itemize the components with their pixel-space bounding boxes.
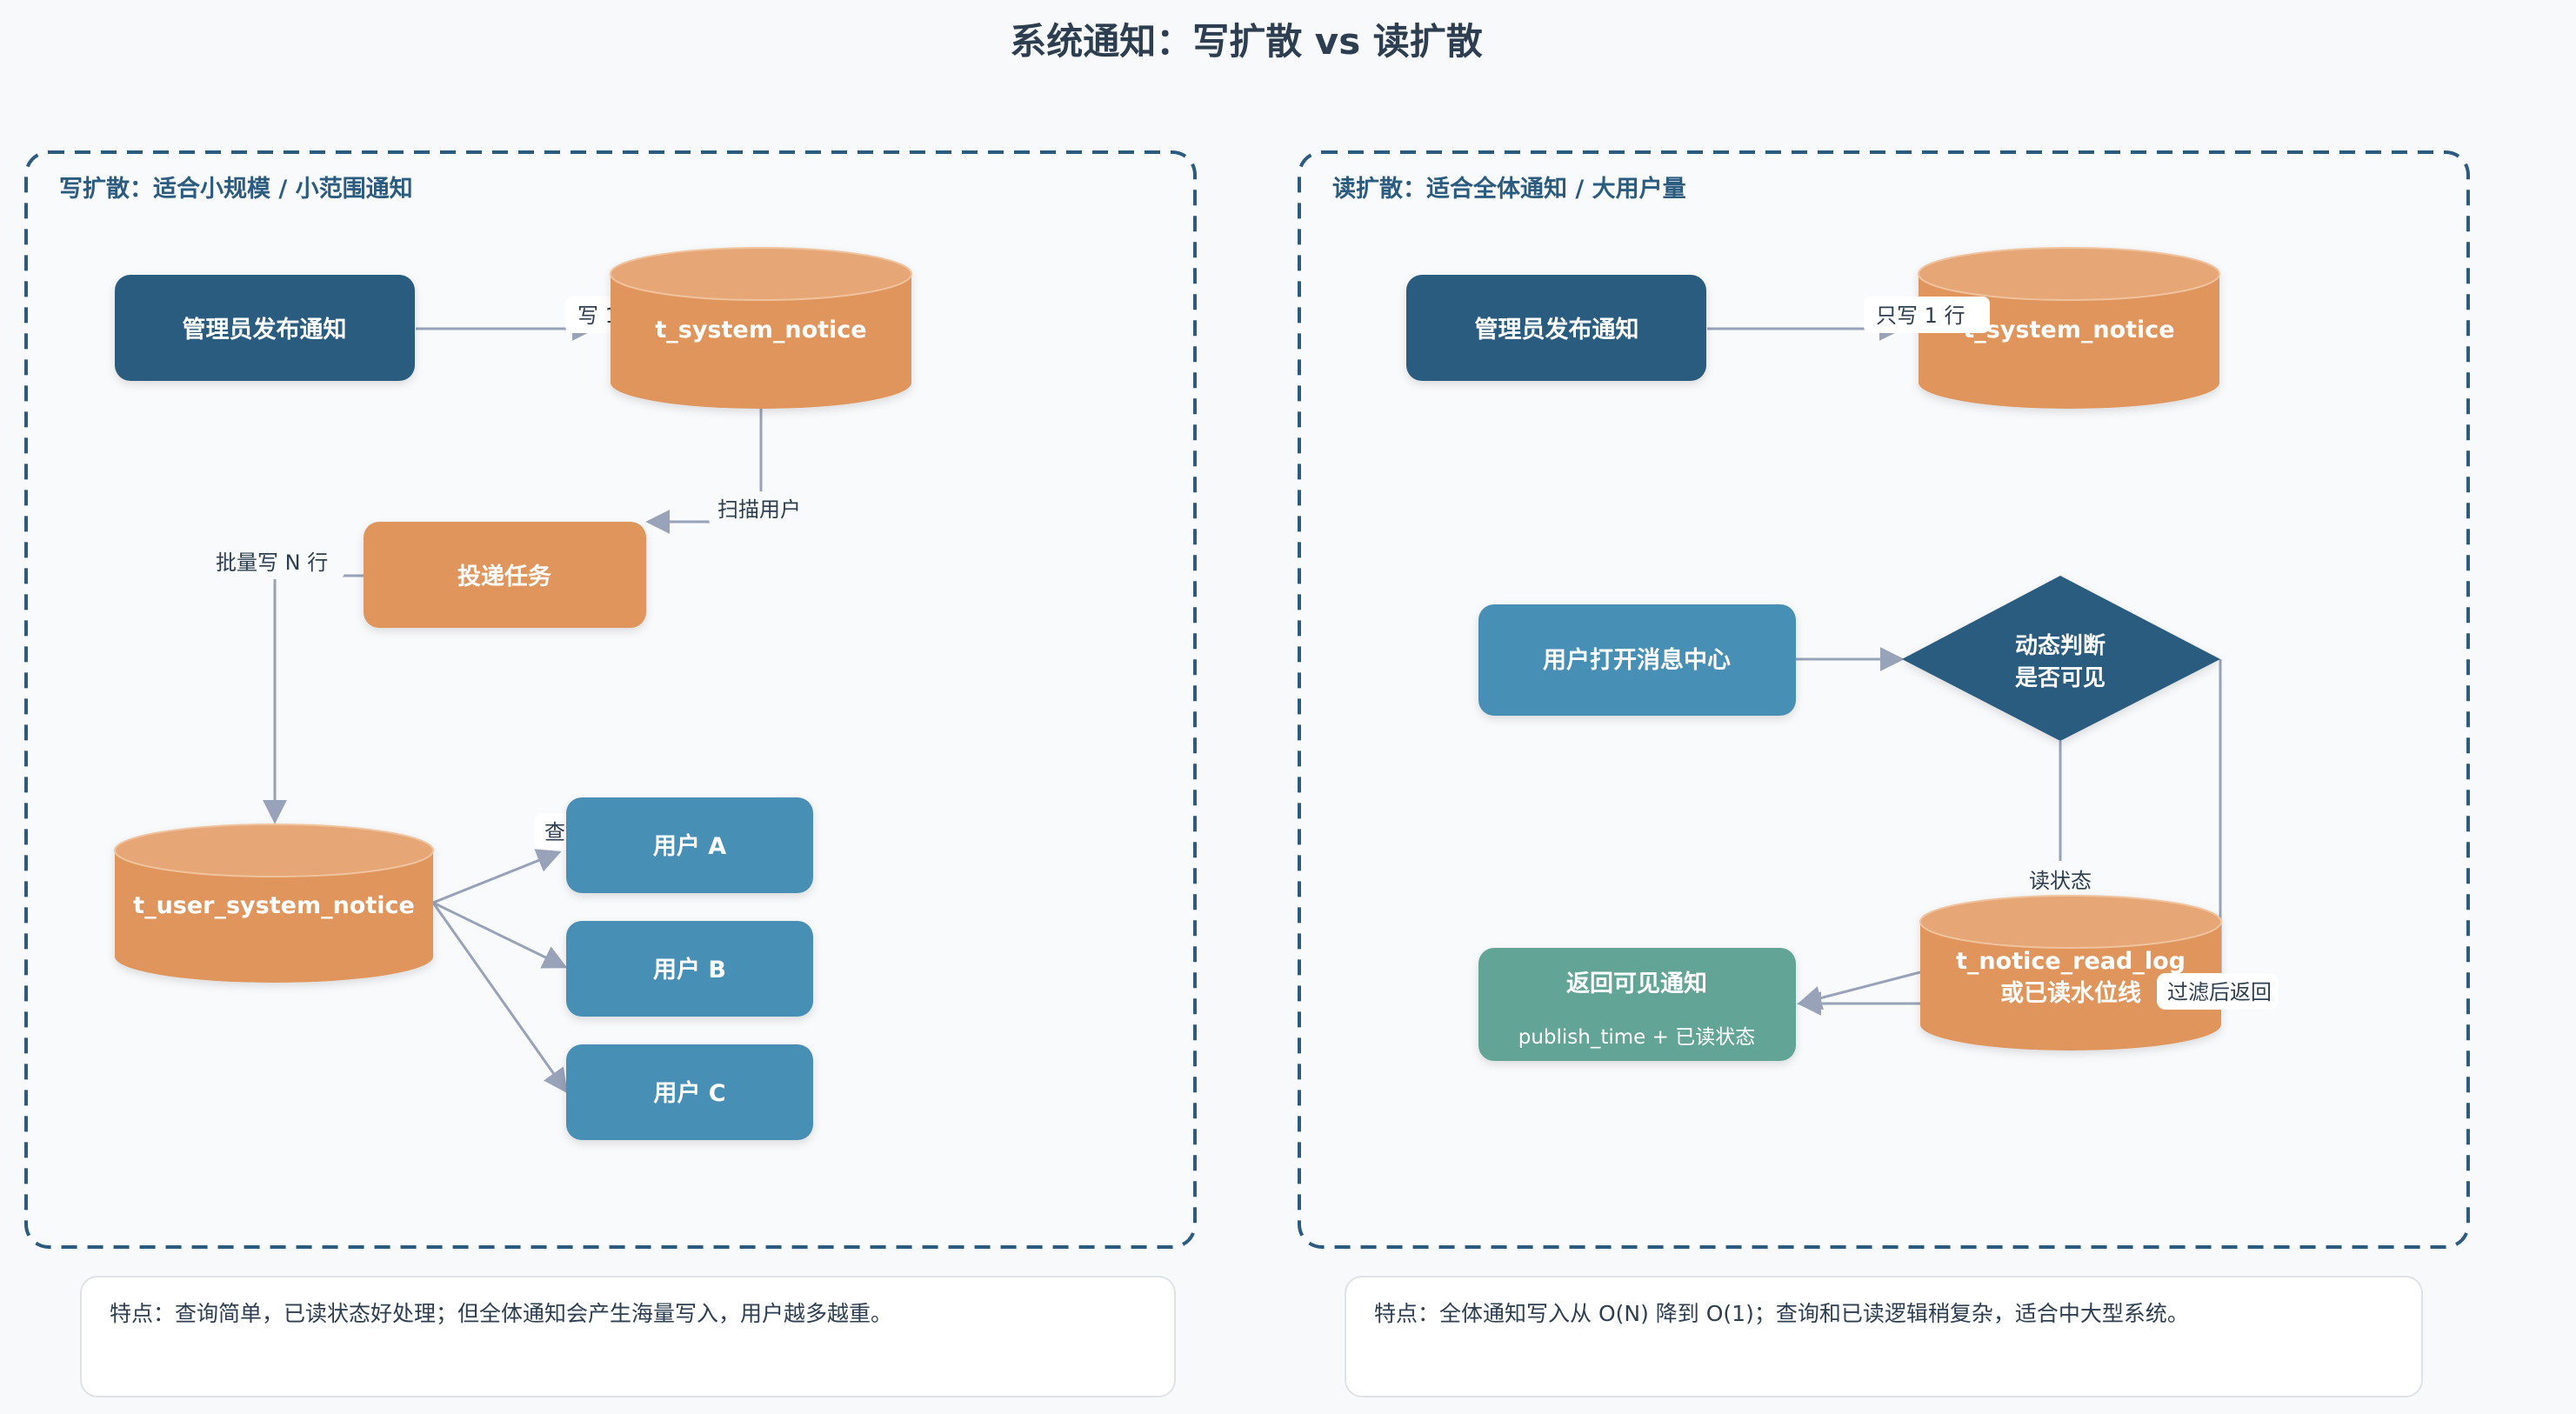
user-b-node[interactable] xyxy=(566,921,813,1017)
judge-line-1: 动态判断 xyxy=(2015,632,2106,659)
judge-line-2: 是否可见 xyxy=(2015,665,2106,691)
return-visible-subtitle: publish_time + 已读状态 xyxy=(1518,1026,1755,1049)
edge-label-bg-overlay xyxy=(1864,297,1990,333)
delivery-task-node[interactable] xyxy=(364,522,646,628)
admin-publish-node[interactable] xyxy=(115,275,415,381)
edge-label-scan: 扫描用户 xyxy=(717,497,801,522)
read-log-db[interactable] xyxy=(1919,895,2222,1050)
write-panel-title: 写扩散：适合小规模 / 小范围通知 xyxy=(59,175,413,203)
edge-label-bg xyxy=(709,491,813,526)
edge-query-user-a xyxy=(432,849,562,904)
delivery-task-label: 投递任务 xyxy=(457,563,551,590)
user-a-label: 用户 A xyxy=(653,832,726,860)
return-visible-node[interactable] xyxy=(1478,948,1796,1061)
user-notice-db[interactable] xyxy=(114,824,434,983)
open-message-center-label: 用户打开消息中心 xyxy=(1543,646,1731,674)
user-a-node[interactable] xyxy=(566,797,813,893)
system-notice-label: t_system_notice xyxy=(655,317,866,343)
read-log-line-1: t_notice_read_log xyxy=(1956,948,2186,975)
admin-publish-label: 管理员发布通知 xyxy=(183,316,347,343)
read-panel: 读扩散：适合全体通知 / 大用户量 只写 1 行 读状态 过滤后返回 管理员发布… xyxy=(1298,150,2470,1249)
page-title: 系统通知：写扩散 vs 读扩散 xyxy=(1010,20,1483,63)
read-panel-title: 读扩散：适合全体通知 / 大用户量 xyxy=(1332,175,1686,203)
return-visible-title: 返回可见通知 xyxy=(1566,970,1707,997)
user-c-node[interactable] xyxy=(566,1044,813,1140)
admin-publish-node-read[interactable] xyxy=(1406,275,1706,381)
read-panel-note: 特点：全体通知写入从 O(N) 降到 O(1)；查询和已读逻辑稍复杂，适合中大型… xyxy=(1345,1276,2423,1397)
edge-query-user-b xyxy=(432,901,568,969)
edge-label-read-status: 读状态 xyxy=(2029,869,2092,893)
admin-publish-label-read: 管理员发布通知 xyxy=(1475,316,1639,343)
read-log-line-2: 或已读水位线 xyxy=(2000,979,2141,1007)
edge-label-bg xyxy=(2004,861,2117,897)
user-b-label: 用户 B xyxy=(653,956,726,984)
edge-query-user-c xyxy=(431,902,568,1094)
system-notice-label-read: t_system_notice xyxy=(1963,317,2174,343)
open-message-center-node[interactable] xyxy=(1478,604,1796,716)
user-c-label: 用户 C xyxy=(653,1079,725,1107)
edge-label-filter-overlay: 过滤后返回 xyxy=(2167,980,2272,1004)
edge-label-write-only-one-overlay: 只写 1 行 xyxy=(1876,303,1965,328)
edge-label-bg-overlay xyxy=(2157,973,2279,1010)
user-notice-label: t_user_system_notice xyxy=(133,892,415,919)
judge-visibility-diamond[interactable] xyxy=(1902,576,2220,741)
write-panel-note: 特点：查询简单，已读状态好处理；但全体通知会产生海量写入，用户越多越重。 xyxy=(80,1276,1176,1397)
system-notice-db-read[interactable] xyxy=(1918,247,2220,409)
system-notice-db[interactable] xyxy=(610,247,912,409)
write-panel: 写扩散：适合小规模 / 小范围通知 写 1 行 扫描用户 批量写 N 行 查询 … xyxy=(24,150,1197,1249)
edge-label-batch: 批量写 N 行 xyxy=(216,550,328,575)
edge-label-bg xyxy=(205,543,344,579)
